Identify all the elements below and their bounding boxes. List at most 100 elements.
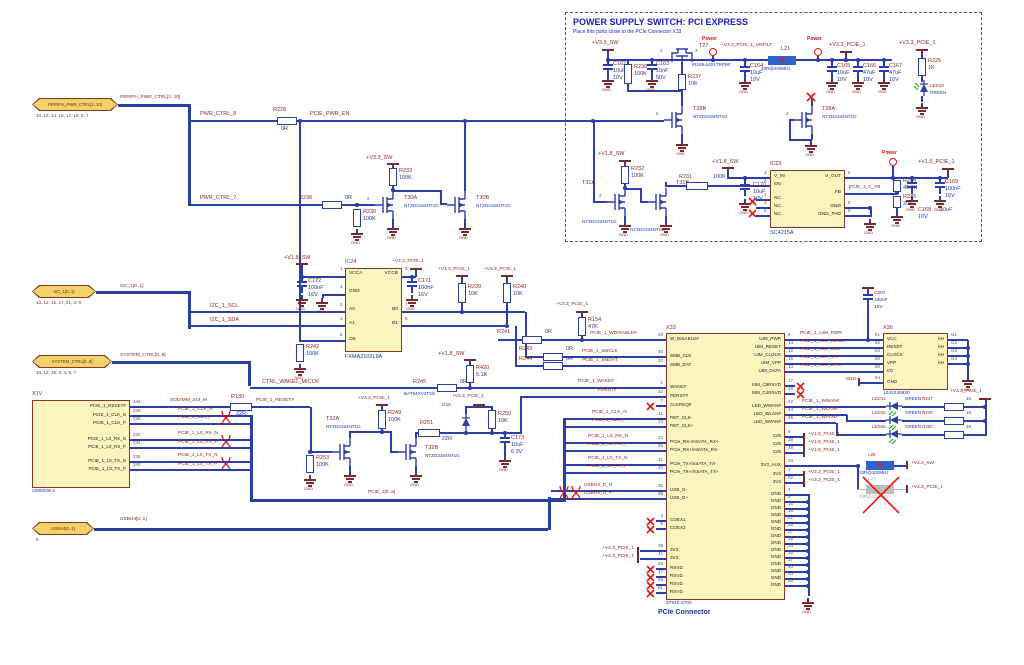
pin-number: 4 <box>788 487 791 492</box>
schematic-label: +V3.3_PCIE_1 <box>602 554 634 559</box>
power-bar <box>722 167 734 169</box>
gnd-symbol <box>604 83 612 85</box>
gnd-symbol <box>882 88 886 90</box>
pin-name: REF_CLK+ <box>670 423 694 428</box>
pin-number: 46 <box>788 415 794 420</box>
wire <box>520 396 522 434</box>
gnd-symbol <box>739 203 751 205</box>
wire <box>896 208 898 212</box>
resistor <box>389 168 397 186</box>
pin-name: UIM_CLOCK <box>754 352 781 357</box>
pin-name: RSVD <box>670 565 683 570</box>
capacitor <box>740 184 750 186</box>
gnd-symbol <box>936 203 944 205</box>
pin-name: GND <box>770 561 781 566</box>
junction-dot <box>891 176 895 180</box>
schematic-label: GREEN <box>905 396 922 401</box>
schematic-label: LED16 <box>872 424 886 429</box>
wire <box>656 464 666 466</box>
wire <box>566 442 666 444</box>
wire <box>845 207 872 209</box>
wire <box>130 461 140 463</box>
schematic-label: C168 <box>918 207 932 213</box>
resistor <box>277 117 297 125</box>
wire <box>309 475 311 479</box>
gnd-symbol <box>920 113 924 115</box>
schematic-label: R252 <box>922 424 933 429</box>
schematic-label: R236 <box>299 195 313 201</box>
pin-number: 26 <box>788 522 794 527</box>
gnd-label: GND <box>891 223 900 228</box>
wire <box>656 490 666 492</box>
wire <box>789 120 791 140</box>
capacitor <box>297 281 307 283</box>
wire <box>469 361 471 365</box>
wire <box>301 275 303 281</box>
wire <box>785 406 886 408</box>
pin-name: WAKE# <box>670 384 686 389</box>
pin-name: PCIe_TX-/mSATA_TX- <box>670 461 717 466</box>
schematic-label: PCIE_1_WLAN# <box>802 407 838 412</box>
wire <box>130 423 250 425</box>
pin-number: G2 <box>951 340 958 345</box>
schematic-label: 8 <box>405 266 408 271</box>
wire <box>411 286 413 293</box>
gnd-label: GND <box>304 486 313 491</box>
wire <box>785 522 795 524</box>
schematic-label: T28A <box>822 106 836 112</box>
schematic-label: V_OUT <box>825 174 841 179</box>
gnd-symbol <box>320 308 324 310</box>
schematic-label: R243 <box>519 346 533 352</box>
schematic-label: +V1.8_SW <box>284 255 311 261</box>
pin-name: LED_WPAN# <box>753 419 782 424</box>
wire <box>948 363 968 365</box>
pin-name: SH <box>937 336 944 341</box>
schematic-label: SC4215A <box>770 230 794 236</box>
gnd-symbol <box>346 478 354 480</box>
pin-number: 228 <box>133 416 141 421</box>
schematic-label: GND_PAD <box>818 212 841 217</box>
wire <box>491 407 493 410</box>
schematic-label: LED15 <box>872 410 886 415</box>
gnd-symbol <box>296 371 304 373</box>
wire <box>656 339 666 341</box>
schematic-label: 0R <box>566 356 574 362</box>
wire <box>939 187 941 194</box>
inductor: 3A <box>866 461 894 470</box>
schematic-label: +V3.3_SW <box>911 461 935 466</box>
gnd-label: GND <box>878 89 887 94</box>
pin-name: GND <box>770 519 781 524</box>
mosfet-symbol <box>794 106 813 134</box>
wire <box>627 61 629 64</box>
pin-number: 12 <box>788 348 794 353</box>
wire <box>627 84 629 90</box>
wire <box>857 60 859 66</box>
pin-number: 244 <box>133 399 141 404</box>
gnd-symbol <box>856 88 860 90</box>
gnd-symbol <box>893 219 901 221</box>
gnd-symbol <box>298 374 302 376</box>
gnd-symbol <box>676 144 688 146</box>
schematic-label: +V3.3_PCIE_1 <box>438 267 470 272</box>
sheet-port-inner: PERIPH_PWR_CTRL[2..10] <box>33 99 117 110</box>
pin-name: PCIE_1_L0_RX_N <box>87 436 126 441</box>
wire <box>464 224 466 228</box>
schematic-label: PCIE_1_UIM_PWR <box>800 331 842 336</box>
gnd-symbol <box>739 82 751 84</box>
schematic-label: VCCB <box>384 271 398 276</box>
schematic-label: GND <box>349 289 360 294</box>
gnd-symbol <box>355 239 359 241</box>
wire <box>744 71 746 78</box>
wire <box>785 363 795 365</box>
gnd-symbol <box>296 299 308 301</box>
pin-number: 7 <box>660 398 663 403</box>
junction-dot <box>966 354 970 358</box>
schematic-label: CTRL_WAKE1_MICO# <box>262 379 319 385</box>
schematic-label: USBH4[0..1] <box>120 517 147 522</box>
pin-number: 52 <box>788 475 794 480</box>
pin-name: SIM_C8RSVD <box>751 382 781 387</box>
schematic-label: C166 <box>863 63 877 69</box>
pin-number: 35 <box>788 550 794 555</box>
wire <box>310 451 332 453</box>
schematic-label: 0R <box>460 379 468 385</box>
